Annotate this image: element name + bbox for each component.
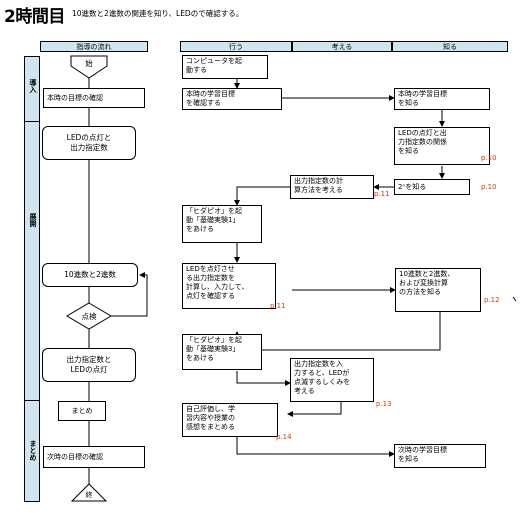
stage-divider <box>24 121 40 122</box>
flow-dec-bin: 10進数と2進数 <box>42 263 138 287</box>
stage-divider <box>24 400 40 401</box>
flow-output-led: 出力指定数と LEDの点灯 <box>42 348 136 382</box>
page-ref: p.11 <box>270 302 286 310</box>
header-know: 知る <box>392 41 508 52</box>
start-label: 始 <box>85 59 93 68</box>
flow-next-goal: 次時の目標の確認 <box>43 446 145 468</box>
page-title: 2時間目 <box>4 7 65 27</box>
check-label: 点検 <box>81 312 97 321</box>
page-ref: p.12 <box>484 296 500 304</box>
flow-led-display: LEDの点灯と 出力指定数 <box>42 126 136 160</box>
flow-summary: まとめ <box>58 401 106 421</box>
step-calc-input: LEDを点灯させ る出力指定数を 計算し、入力して、 点灯を確認する <box>182 263 276 309</box>
step-power-of-two: 2ⁿを知る <box>394 179 470 195</box>
header-do: 行う <box>180 41 292 52</box>
step-conversion: 10進数と2進数、 および変換計算 の方法を知る <box>395 268 481 312</box>
page-ref: p.14 <box>276 433 292 441</box>
flow-confirm-goal: 本時の目標の確認 <box>43 88 145 108</box>
end-label: 終 <box>85 491 93 499</box>
stage-intro: 導入 <box>29 79 37 93</box>
page-ref: p.10 <box>481 183 497 191</box>
step-led-relation: LEDの点灯と出 力指定数の関係 を知る <box>394 127 490 165</box>
header-think: 考える <box>292 41 392 52</box>
page-ref: p.13 <box>376 400 392 408</box>
step-start-computer: コンピュータを起 動する <box>182 55 268 79</box>
step-open-exp1: 「ヒダピオ」を起 動「基礎実験1」 をあける <box>182 205 262 243</box>
stage-development: 展開 <box>29 213 37 227</box>
header-flow: 指導の流れ <box>40 41 148 52</box>
step-calc-method: 出力指定数の計 算方法を考える <box>290 175 374 199</box>
stage-column <box>24 56 40 502</box>
step-next-goal: 次時の学習目標 を知る <box>394 444 486 468</box>
step-open-exp3: 「ヒダピオ」を起 動「基礎実験3」 をあける <box>182 334 262 370</box>
step-confirm-goal: 本時の学習目標 を確認する <box>182 88 282 110</box>
step-blink-mechanism: 出力指定数を入 力すると、LEDが 点滅するしくみを 考える <box>290 358 374 402</box>
page-ref: p.10 <box>481 154 497 162</box>
stage-summary: まとめ <box>29 439 37 461</box>
page-subtitle: 10進数と2進数の関連を知り、LEDので確認する。 <box>72 9 244 18</box>
step-self-evaluate: 自己評価し、学 習内容や授業の 感想をまとめる <box>182 403 278 437</box>
step-know-goal: 本時の学習目標 を知る <box>394 88 490 110</box>
page-ref: p.11 <box>374 190 390 198</box>
